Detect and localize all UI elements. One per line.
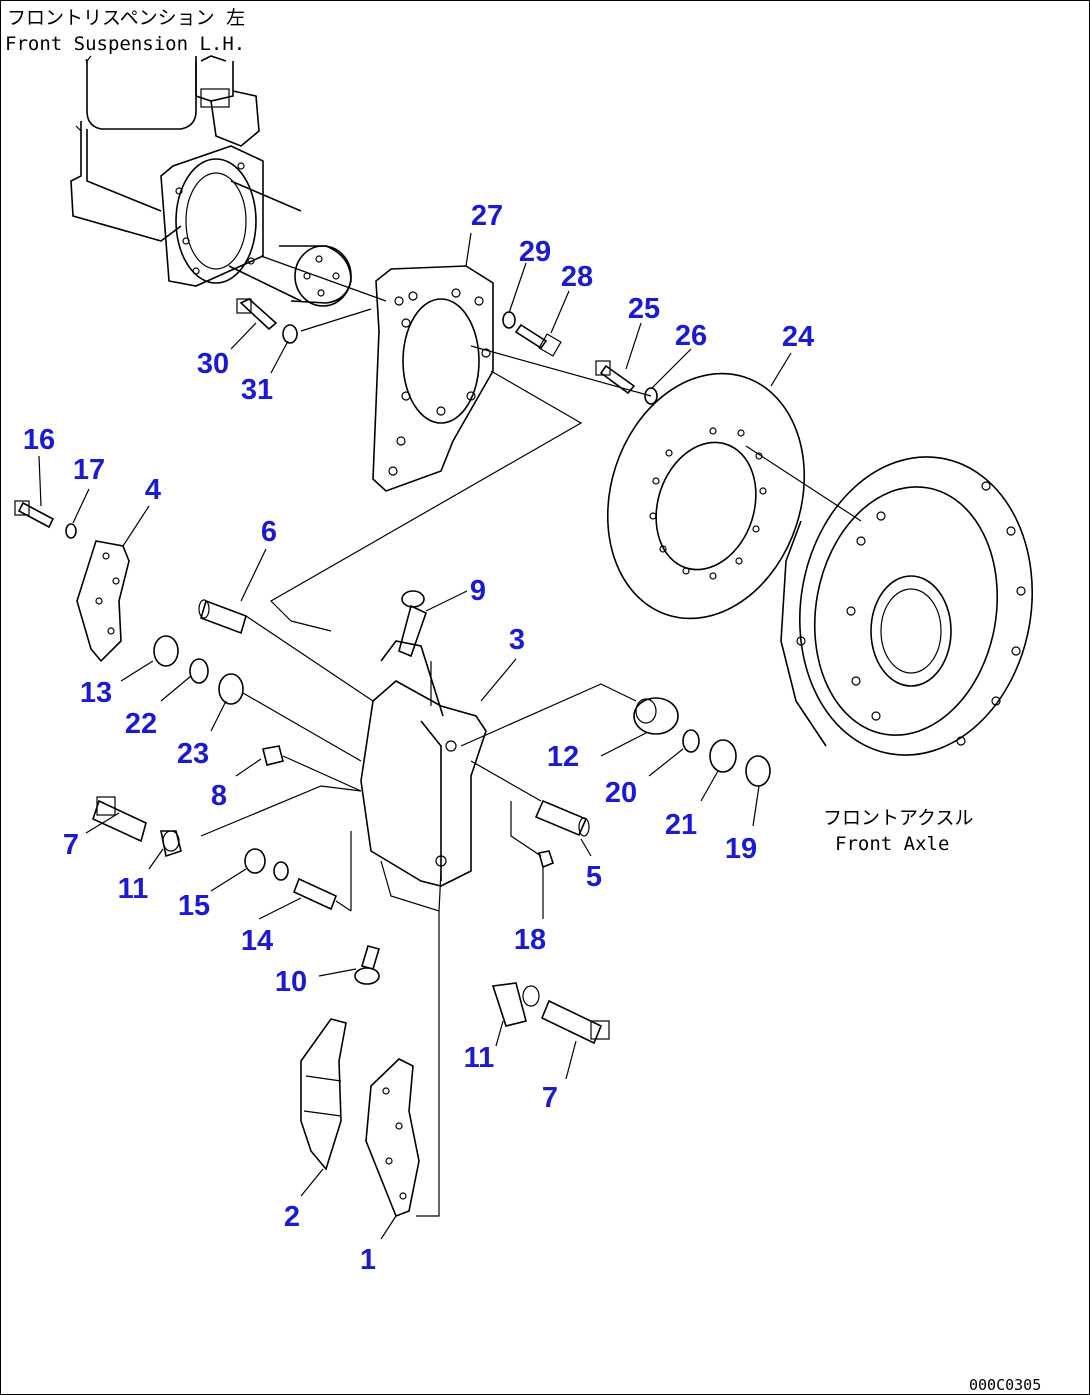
assembly-lines [200, 255, 862, 1217]
brake-pad-2 [300, 1018, 347, 1171]
ring-15b [273, 861, 289, 881]
sleeve-12 [633, 697, 679, 735]
callout-11: 11 [118, 873, 149, 905]
ring-22 [189, 658, 209, 684]
pin-6 [198, 599, 247, 635]
fitting-7-lower [540, 999, 610, 1045]
callout-7: 7 [63, 829, 79, 861]
bolt-25 [595, 360, 636, 395]
callout-6: 6 [261, 516, 277, 548]
callout-4: 4 [145, 474, 161, 506]
callout-8: 8 [211, 780, 227, 812]
callout-28: 28 [561, 261, 593, 293]
bleeder-8 [262, 745, 284, 766]
bolt-30 [236, 298, 278, 331]
bolt-10 [354, 945, 381, 985]
washer-31 [282, 324, 298, 344]
bolt-28 [514, 323, 562, 357]
callout-27: 27 [471, 200, 503, 232]
elbow-11-upper [160, 830, 182, 858]
callout-leaders [38, 58, 792, 1240]
brake-bracket-plate [372, 265, 494, 492]
callout-21: 21 [665, 809, 697, 841]
callout-2: 2 [284, 1201, 300, 1233]
callout-26: 26 [675, 320, 707, 352]
washer-17 [65, 523, 77, 539]
callout-30: 30 [197, 348, 229, 380]
callout-16: 16 [23, 424, 55, 456]
washer-29 [502, 311, 516, 329]
callout-15: 15 [178, 890, 210, 922]
callout-20: 20 [605, 777, 637, 809]
caption-front-axle-en: Front Axle [835, 833, 950, 855]
callout-7: 7 [542, 1082, 558, 1114]
brake-pad-upper [76, 540, 130, 663]
brake-pad-1 [365, 1058, 420, 1218]
front-axle-hub [780, 456, 1034, 756]
drawing-code: 000C0305 [969, 1376, 1042, 1394]
caption-front-suspension-en: Front Suspension L.H. [5, 33, 246, 55]
fitting-14 [292, 877, 338, 911]
callout-18: 18 [514, 924, 546, 956]
callout-25: 25 [628, 293, 660, 325]
seal-23 [218, 673, 244, 705]
washer-26 [644, 387, 658, 405]
callout-10: 10 [275, 966, 307, 998]
callout-14: 14 [241, 925, 273, 957]
callout-24: 24 [782, 321, 814, 353]
callout-22: 22 [125, 708, 157, 740]
bolt-9 [398, 590, 427, 658]
front-suspension-knuckle [70, 55, 352, 307]
caption-front-axle-jp: フロントアクスル [823, 807, 974, 829]
callout-5: 5 [586, 861, 602, 893]
elbow-11-lower [491, 982, 540, 1027]
callout-11: 11 [464, 1042, 495, 1074]
bushing-19 [745, 755, 771, 787]
bolt-16 [14, 500, 55, 529]
caption-front-suspension-jp: フロントリスペンション 左 [7, 7, 246, 29]
callout-12: 12 [547, 741, 579, 773]
callout-1: 1 [360, 1244, 376, 1276]
ring-20 [682, 729, 700, 753]
cap-15 [244, 848, 266, 874]
callout-9: 9 [470, 575, 486, 607]
pin-5 [534, 799, 590, 837]
seal-21 [709, 739, 737, 773]
callout-23: 23 [177, 738, 209, 770]
bushing-13 [153, 635, 179, 667]
fitting-7-upper [92, 796, 147, 843]
brake-disc [606, 372, 806, 620]
callout-29: 29 [519, 236, 551, 268]
callout-13: 13 [80, 677, 112, 709]
callout-31: 31 [241, 374, 273, 406]
plug-18 [537, 850, 554, 869]
callout-19: 19 [725, 833, 757, 865]
callout-17: 17 [73, 454, 105, 486]
callout-3: 3 [509, 624, 525, 656]
caliper-body [360, 640, 487, 912]
